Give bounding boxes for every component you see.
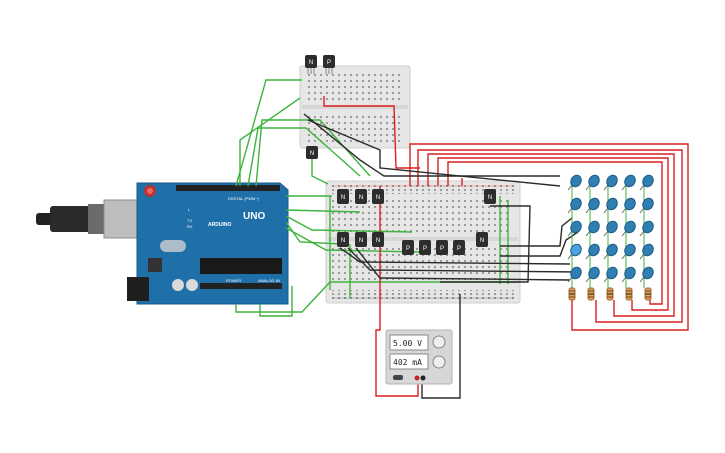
transistor-label: N bbox=[359, 238, 363, 244]
arduino-board[interactable]: ARDUINO UNO DIGITAL (PWM~) POWER ANALOG … bbox=[36, 182, 289, 305]
transistor-group-main[interactable]: N N N N N N N N P P P P bbox=[337, 189, 496, 255]
led[interactable] bbox=[621, 242, 637, 260]
led[interactable] bbox=[567, 219, 583, 237]
led[interactable] bbox=[585, 242, 601, 260]
led[interactable] bbox=[603, 196, 619, 214]
arduino-power-label: POWER bbox=[226, 278, 241, 283]
led[interactable] bbox=[585, 173, 601, 191]
led[interactable] bbox=[639, 265, 655, 283]
power-supply[interactable]: 5.00 V 402 mA bbox=[385, 329, 453, 385]
transistor-p-2[interactable]: P bbox=[419, 240, 431, 255]
transistor-n-a2[interactable]: N bbox=[355, 189, 367, 204]
transistor-label: N bbox=[376, 238, 380, 244]
current-knob[interactable] bbox=[432, 355, 446, 369]
transistor-top-3[interactable]: N bbox=[306, 146, 318, 159]
transistor-label: N bbox=[341, 238, 345, 244]
transistor-label: N bbox=[359, 195, 363, 201]
resistor[interactable] bbox=[587, 287, 595, 301]
transistor-group-top[interactable]: N P N bbox=[305, 55, 335, 159]
led[interactable] bbox=[585, 265, 601, 283]
transistor-label: P bbox=[327, 60, 331, 66]
transistor-top-1[interactable]: N bbox=[305, 55, 317, 74]
led[interactable] bbox=[621, 265, 637, 283]
transistor-label: N bbox=[488, 195, 492, 201]
led[interactable] bbox=[567, 242, 583, 260]
led[interactable] bbox=[621, 173, 637, 191]
transistor-top-2[interactable]: P bbox=[323, 55, 335, 74]
transistor-n-a1[interactable]: N bbox=[337, 189, 349, 204]
arduino-analog-label: ANALOG IN bbox=[258, 278, 280, 283]
led[interactable] bbox=[567, 196, 583, 214]
resistor-row[interactable] bbox=[568, 287, 652, 301]
arduino-digital-label: DIGITAL (PWM~) bbox=[228, 196, 260, 201]
transistor-n-a4[interactable]: N bbox=[484, 189, 496, 204]
negative-terminal[interactable] bbox=[420, 375, 426, 381]
transistor-label: P bbox=[406, 246, 410, 252]
led[interactable] bbox=[567, 173, 583, 191]
arduino-brand-label: ARDUINO bbox=[208, 222, 231, 228]
resistor[interactable] bbox=[606, 287, 614, 301]
led[interactable] bbox=[639, 242, 655, 260]
current-readout: 402 mA bbox=[393, 358, 422, 367]
arduino-rx-label: RX bbox=[187, 224, 193, 229]
resistor[interactable] bbox=[568, 287, 576, 301]
transistor-label: N bbox=[341, 195, 345, 201]
transistor-label: N bbox=[376, 195, 380, 201]
transistor-n-b2[interactable]: N bbox=[355, 232, 367, 247]
transistor-label: N bbox=[480, 238, 484, 244]
led[interactable] bbox=[585, 196, 601, 214]
transistor-p-3[interactable]: P bbox=[436, 240, 448, 255]
transistor-label: P bbox=[440, 246, 444, 252]
led[interactable] bbox=[639, 196, 655, 214]
transistor-label: P bbox=[423, 246, 427, 252]
voltage-knob[interactable] bbox=[432, 335, 446, 349]
positive-terminal[interactable] bbox=[414, 375, 420, 381]
led-matrix[interactable] bbox=[567, 173, 655, 288]
wires-black[interactable] bbox=[303, 113, 581, 399]
led[interactable] bbox=[639, 173, 655, 191]
led[interactable] bbox=[603, 242, 619, 260]
transistor-p-4[interactable]: P bbox=[453, 240, 465, 255]
transistor-label: N bbox=[310, 151, 314, 157]
transistor-label: P bbox=[457, 246, 461, 252]
led[interactable] bbox=[603, 173, 619, 191]
arduino-l-label: L bbox=[188, 207, 191, 212]
transistor-n-a3[interactable]: N bbox=[372, 189, 384, 204]
wires-red[interactable] bbox=[323, 96, 689, 397]
led[interactable] bbox=[621, 219, 637, 237]
led[interactable] bbox=[639, 219, 655, 237]
led[interactable] bbox=[585, 219, 601, 237]
transistor-n-b1[interactable]: N bbox=[337, 232, 349, 247]
led[interactable] bbox=[621, 196, 637, 214]
led[interactable] bbox=[567, 265, 583, 283]
transistor-p-1[interactable]: P bbox=[402, 240, 414, 255]
arduino-tx-label: TX bbox=[187, 218, 192, 223]
voltage-readout: 5.00 V bbox=[393, 339, 422, 348]
led[interactable] bbox=[603, 265, 619, 283]
transistor-label: N bbox=[309, 60, 313, 66]
led[interactable] bbox=[603, 219, 619, 237]
resistor[interactable] bbox=[644, 287, 652, 301]
arduino-model-label: UNO bbox=[243, 211, 265, 222]
transistor-n-b4[interactable]: N bbox=[476, 232, 488, 247]
resistor[interactable] bbox=[625, 287, 633, 301]
transistor-n-b3[interactable]: N bbox=[372, 232, 384, 247]
